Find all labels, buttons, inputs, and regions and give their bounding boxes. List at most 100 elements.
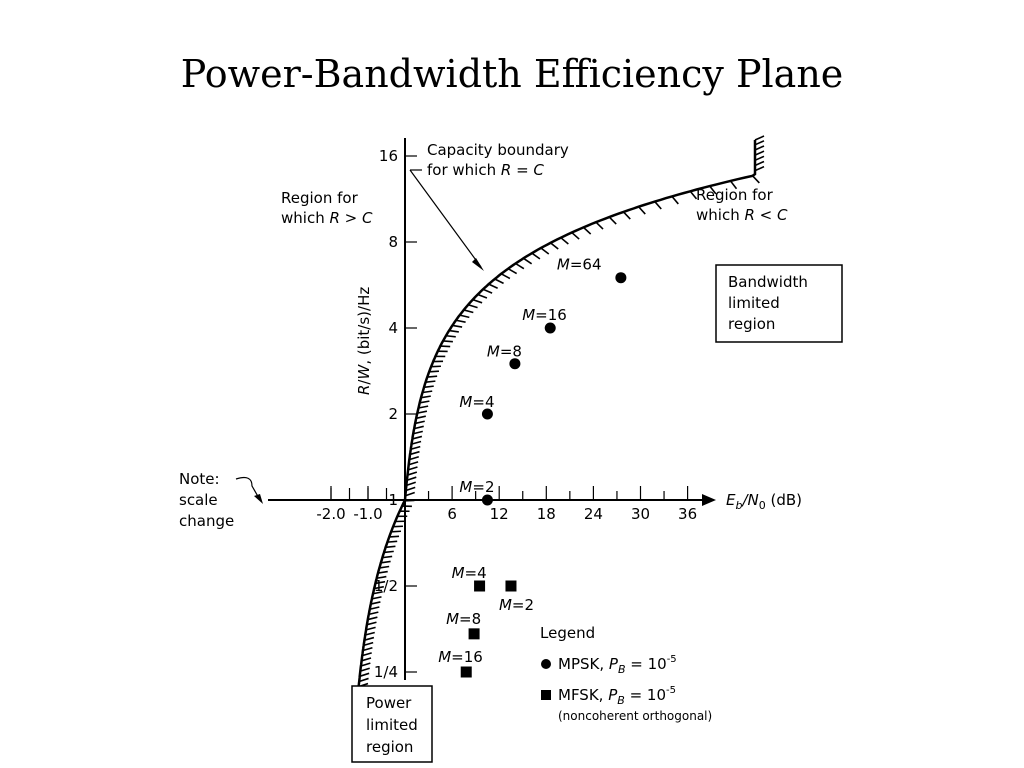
bandwidth-line3: region <box>728 315 775 333</box>
boundary-hatch <box>540 247 550 255</box>
boundary-hatch <box>689 190 698 200</box>
boundary-hatch <box>371 596 382 600</box>
capacity-boundary-curve <box>355 135 765 711</box>
y-tick-label: 16 <box>379 147 398 165</box>
legend-mpsk: MPSK, PB = 10-5 <box>558 654 677 676</box>
boundary-hatch <box>729 180 738 190</box>
point-label: M=2 <box>499 596 534 614</box>
boundary-hatch <box>754 155 765 162</box>
capacity-boundary-line1: Capacity boundary <box>427 141 569 159</box>
boundary-hatch <box>448 329 459 333</box>
boundary-hatch <box>440 345 451 348</box>
point-label: M=4 <box>459 393 494 411</box>
boundary-hatch <box>387 540 398 543</box>
x-tick-label: -2.0 <box>316 505 345 523</box>
boundary-hatch <box>754 145 765 151</box>
boundary-hatch <box>391 530 401 533</box>
point-label: M=64 <box>557 256 602 274</box>
y-tick-label: 1 <box>388 491 398 509</box>
boundary-hatch <box>420 395 431 399</box>
boundary-hatch <box>365 631 375 636</box>
boundary-hatch <box>423 385 434 389</box>
mpsk-point <box>544 322 556 334</box>
boundary-hatch <box>488 283 498 289</box>
y-tick-label: 1/4 <box>374 663 398 681</box>
boundary-hatch <box>376 575 387 580</box>
boundary-hatch <box>500 273 511 280</box>
capacity-boundary-line2: for which R = C <box>427 161 544 179</box>
boundary-hatch <box>754 160 765 167</box>
y-tick-label: 8 <box>388 233 398 251</box>
mfsk-point <box>460 666 472 678</box>
point-label: M=2 <box>459 478 494 496</box>
boundary-hatch <box>523 257 533 265</box>
mpsk-point <box>481 408 493 420</box>
boundary-hatch <box>373 585 384 590</box>
boundary-hatch <box>385 545 396 549</box>
boundary-hatch <box>410 445 421 451</box>
power-line3: region <box>366 738 413 756</box>
boundary-hatch <box>482 288 493 294</box>
note-line1: Note: <box>179 470 220 488</box>
x-tick-label: 6 <box>447 505 457 523</box>
boundary-hatch <box>411 440 422 445</box>
x-tick-label: 36 <box>678 505 697 523</box>
legend: Legend MPSK, PB = 10-5 MFSK, PB = 10-5 (… <box>540 624 712 723</box>
capacity-curve <box>355 140 757 711</box>
boundary-hatch <box>407 471 418 476</box>
boundary-hatch <box>608 216 617 225</box>
boundary-hatch <box>361 657 372 662</box>
boundary-hatch <box>507 267 518 275</box>
boundary-hatch <box>413 430 423 435</box>
boundary-hatch <box>367 616 378 621</box>
note-line3: change <box>179 512 234 530</box>
boundary-hatch <box>412 435 423 440</box>
boundary-hatch <box>417 410 428 414</box>
boundary-hatch <box>383 550 394 554</box>
capacity-boundary-annotation: Capacity boundary for which R = C <box>409 141 569 271</box>
y-tick-label: 2 <box>388 405 398 423</box>
boundary-hatch <box>369 606 380 610</box>
scale-change-note: Note: scale change <box>179 470 263 530</box>
boundary-hatch <box>550 242 559 250</box>
point-label: M=16 <box>522 306 567 324</box>
region-below-annotation: Region for which R < C <box>696 186 788 224</box>
boundary-hatch <box>379 565 390 569</box>
boundary-hatch <box>418 405 429 409</box>
boundary-hatch <box>409 456 420 461</box>
boundary-hatch <box>427 375 438 378</box>
boundary-hatch <box>531 252 541 260</box>
boundary-hatch <box>452 324 463 328</box>
boundary-hatch <box>405 491 415 497</box>
region-above-line1: Region for <box>281 189 359 207</box>
mfsk-point <box>474 580 486 592</box>
bandwidth-limited-box: Bandwidth limited region <box>715 264 843 343</box>
point-label: M=8 <box>487 343 522 361</box>
y-tick-label: 1/2 <box>374 577 398 595</box>
legend-mfsk: MFSK, PB = 10-5 <box>558 685 676 707</box>
boundary-hatch <box>455 319 466 323</box>
slide-title: Power-Bandwidth Efficiency Plane <box>180 52 844 96</box>
power-limited-box: Power limited region <box>351 685 433 763</box>
boundary-hatch <box>365 626 376 631</box>
x-axis-label: Eb/N0 (dB) <box>726 491 802 512</box>
boundary-hatch <box>709 185 717 195</box>
boundary-hatch <box>360 662 371 667</box>
boundary-hatch <box>406 481 416 487</box>
point-label: M=8 <box>446 610 481 628</box>
boundary-hatch <box>638 206 646 215</box>
region-below-line2: which R < C <box>696 206 788 224</box>
boundary-hatch <box>422 390 433 394</box>
boundary-hatch <box>364 636 375 641</box>
boundary-hatch <box>375 580 386 585</box>
legend-circle-marker <box>541 659 551 669</box>
legend-subnote: (noncoherent orthogonal) <box>558 709 712 723</box>
boundary-hatch <box>413 425 424 430</box>
boundary-hatch <box>560 237 569 245</box>
x-axis-arrowhead <box>702 494 716 506</box>
mpsk-point <box>509 358 521 370</box>
boundary-hatch <box>362 652 372 657</box>
y-axis-label: R/W, (bit/s)/Hz <box>355 287 373 395</box>
boundary-hatch <box>419 400 430 404</box>
